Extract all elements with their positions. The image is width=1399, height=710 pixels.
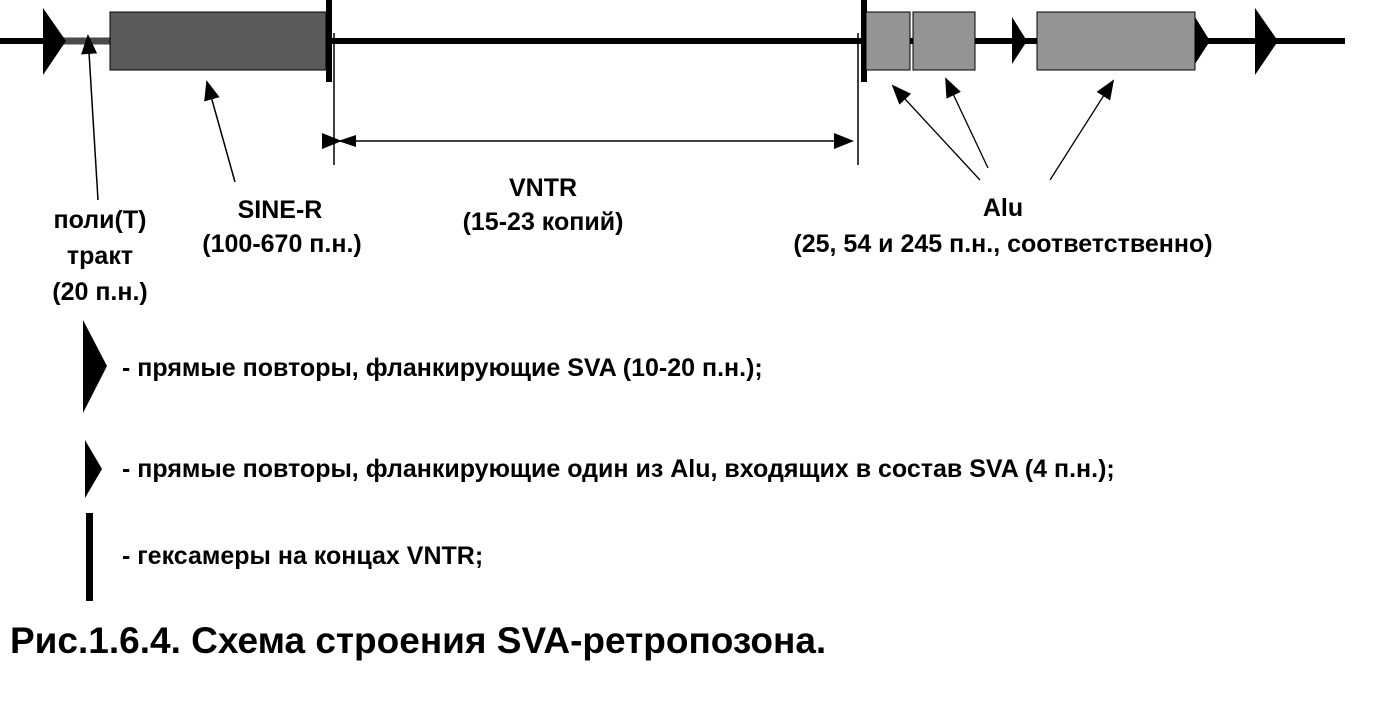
alu-arrow-1 xyxy=(891,84,981,181)
poly-t-label-3: (20 п.н.) xyxy=(52,278,148,306)
poly-t-label-2: тракт xyxy=(67,242,133,270)
sine-r-box xyxy=(109,11,327,71)
legend-text-1: - прямые повторы, фланкирующие SVA (10-2… xyxy=(122,354,763,382)
alu-label: Alu xyxy=(983,194,1023,222)
hexamer-bar-left xyxy=(326,0,332,82)
alu-flank-repeat-left xyxy=(1012,17,1027,64)
vntr-arrow-head-left xyxy=(338,135,356,147)
vntr-copies: (15-23 копий) xyxy=(463,208,624,236)
alu-arrow-3 xyxy=(1049,79,1115,181)
legend-text-2: - прямые повторы, фланкирующие один из A… xyxy=(122,455,1115,483)
sine-r-label: SINE-R xyxy=(238,196,323,224)
small-triangle-icon xyxy=(85,440,102,498)
poly-t-arrow xyxy=(81,34,99,201)
figure-caption: Рис.1.6.4. Схема строения SVA-ретропозон… xyxy=(10,620,826,661)
sine-r-size: (100-670 п.н.) xyxy=(202,230,361,258)
flank-repeat-right xyxy=(1255,8,1278,75)
poly-t-label-1: поли(Т) xyxy=(54,206,147,234)
alu-box-1 xyxy=(865,11,911,71)
large-triangle-icon xyxy=(83,320,107,413)
alu-sizes: (25, 54 и 245 п.н., соответственно) xyxy=(793,230,1212,258)
alu-flank-repeat-right xyxy=(1195,17,1210,64)
alu-arrow-2 xyxy=(945,77,989,169)
vntr-label: VNTR xyxy=(509,174,577,202)
legend: - прямые повторы, фланкирующие SVA (10-2… xyxy=(83,320,1115,601)
legend-text-3: - гексамеры на концах VNTR; xyxy=(122,542,483,570)
hexamer-bar-right xyxy=(861,0,867,82)
sine-r-arrow xyxy=(204,80,236,183)
flank-repeat-left xyxy=(43,8,66,75)
alu-box-3 xyxy=(1036,11,1196,71)
vertical-bar-icon xyxy=(86,513,93,601)
alu-box-2 xyxy=(912,11,976,71)
